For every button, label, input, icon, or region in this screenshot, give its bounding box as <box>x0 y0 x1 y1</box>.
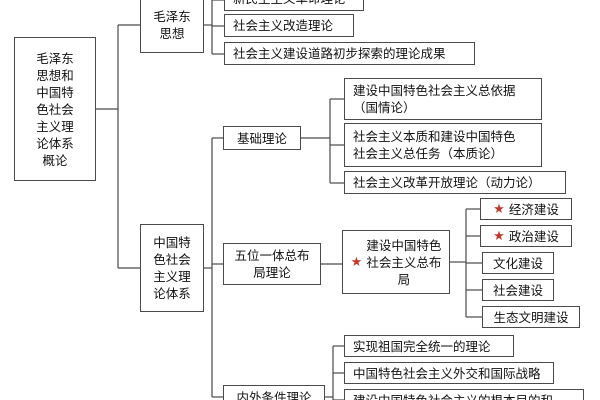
jichu-item-3: 社会主义改革开放理论（动力论） <box>344 171 566 194</box>
wuwei-sub-node: ★ 建设中国特色 社会主义总布 局 <box>342 230 450 294</box>
wuwei-item-label: 经济建设 <box>508 201 559 217</box>
mao-item-3: 社会主义建设道路初步探索的理论成果 <box>224 42 475 65</box>
branch-mao-node: 毛泽东 思想 <box>140 0 204 53</box>
neiwai-item-2: 中国特色社会主义外交和国际战略 <box>344 362 554 384</box>
wuwei-item-label: 政治建设 <box>508 228 559 244</box>
wuwei-item-1: ★ 经济建设 <box>480 198 572 220</box>
wuwei-sub-label: 建设中国特色 社会主义总布 局 <box>366 237 442 287</box>
mao-item-1: 新民主主义革命理论 <box>224 0 364 11</box>
mao-item-2: 社会主义改造理论 <box>224 14 354 37</box>
wuwei-item-2: ★ 政治建设 <box>480 225 572 247</box>
branch-cs-node: 中国特 色社会 主义理 论体系 <box>140 224 204 312</box>
red-star-icon: ★ <box>350 254 363 270</box>
neiwai-node: 内外条件理论 <box>223 385 325 400</box>
jichu-item-1: 建设中国特色社会主义总依据 （国情论） <box>344 78 542 120</box>
jichu-node: 基础理论 <box>223 126 301 150</box>
wuwei-item-3: 文化建设 <box>482 252 554 274</box>
jichu-item-2: 社会主义本质和建设中国特色 社会主义总任务（本质论） <box>344 123 542 167</box>
neiwai-item-1: 实现祖国完全统一的理论 <box>344 335 514 357</box>
wuwei-item-5: 生态文明建设 <box>482 306 580 328</box>
root-node: 毛泽东 思想和 中国特 色社会 主义理 论体系 概论 <box>14 37 96 181</box>
red-star-icon: ★ <box>493 201 505 217</box>
wuwei-node: 五位一体总布 局理论 <box>223 243 321 285</box>
red-star-icon: ★ <box>493 228 505 244</box>
wuwei-item-4: 社会建设 <box>482 279 554 301</box>
neiwai-item-3: 建设中国特色社会主义的根本目的和 <box>344 389 584 400</box>
